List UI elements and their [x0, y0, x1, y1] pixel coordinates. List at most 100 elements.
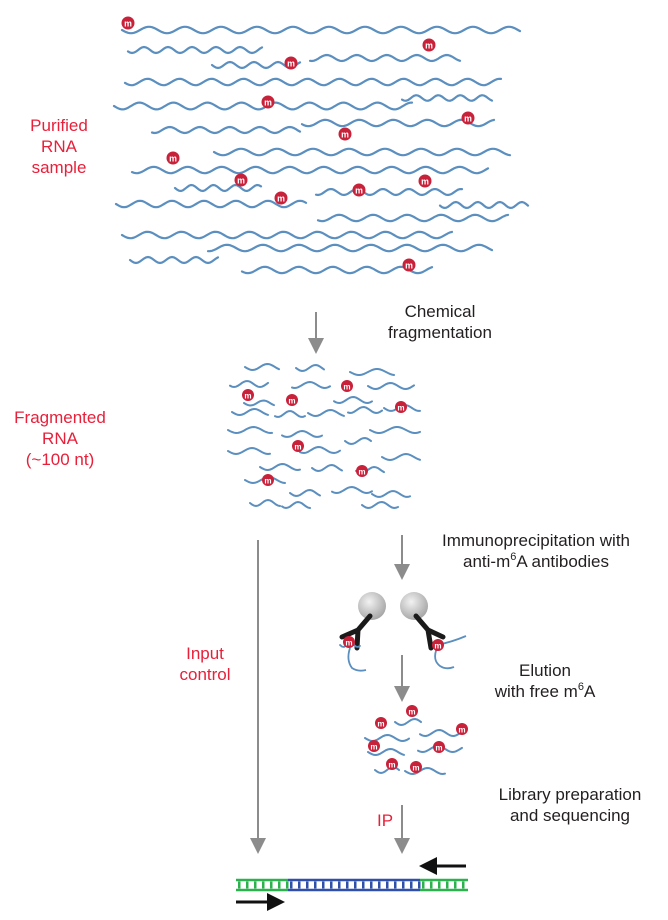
rna-strand: [299, 445, 341, 455]
m6a-badge-circle: [262, 474, 274, 486]
label-fragmented-rna: Fragmented RNA (~100 nt): [0, 407, 120, 470]
m6a-badge-letter: m: [277, 193, 285, 203]
label-chemical-fragmentation: Chemical fragmentation: [370, 301, 510, 343]
rna-strand: [128, 255, 220, 265]
adapter-right-base-pair: [430, 881, 433, 889]
m6a-badge-letter: m: [435, 743, 442, 752]
rna-strand: [123, 77, 503, 87]
rna-strand: [308, 53, 462, 63]
adapter-left-base-pair: [270, 881, 273, 889]
m6a-badge-letter: m: [345, 638, 352, 647]
m6a-badge: m: [286, 394, 298, 406]
m6a-badge-letter: m: [343, 382, 350, 391]
m6a-badge: m: [341, 380, 353, 392]
label-line: fragmentation: [388, 323, 492, 342]
rna-strand: [394, 717, 422, 727]
rna-strand: [381, 452, 421, 462]
insert-base-pair: [402, 881, 405, 889]
m6a-badge-circle: [352, 183, 366, 197]
m6a-badge-circle: [292, 440, 304, 452]
rna-strand: [314, 188, 464, 197]
m6a-badge-circle: [461, 111, 475, 125]
insert-base-pair: [386, 881, 389, 889]
rna-strand: [114, 199, 308, 209]
rna-strand: [331, 485, 373, 495]
m6a-badge-letter: m: [458, 725, 465, 734]
rna-strand: [369, 426, 421, 434]
rna-strand: [227, 425, 273, 435]
m6a-badge-circle: [121, 16, 135, 30]
m6a-badge-circle: [242, 389, 254, 401]
label-line: anti-m6A antibodies: [416, 551, 656, 575]
m6a-badge: m: [456, 723, 468, 735]
label-line: Purified: [30, 116, 88, 135]
label-library-preparation: Library preparation and sequencing: [480, 784, 660, 826]
label-line: Immunoprecipitation with: [441, 531, 631, 550]
rna-strand: [419, 728, 463, 738]
insert-base-pair: [394, 881, 397, 889]
m6a-badge: m: [461, 111, 475, 125]
bead-right: [400, 592, 428, 620]
m6a-badge-letter: m: [425, 40, 433, 50]
m6a-badge-circle: [432, 639, 444, 651]
label-immunoprecipitation: Immunoprecipitation with anti-m6A antibo…: [416, 530, 656, 575]
label-line: Fragmented: [14, 408, 106, 427]
adapter-right-base-pair: [446, 881, 449, 889]
insert-base-pair: [410, 881, 413, 889]
adapter-left-base-pair: [254, 881, 257, 889]
m6a-badge-circle: [341, 380, 353, 392]
insert-base-pair: [370, 881, 373, 889]
flow-arrows: [250, 312, 410, 854]
m6a-badge: m: [352, 183, 366, 197]
label-text: anti-m: [463, 552, 511, 571]
m6a-badge-letter: m: [358, 467, 365, 476]
m6a-badge: m: [410, 761, 422, 773]
m6a-badge: m: [356, 465, 368, 477]
m6a-badge: m: [375, 717, 387, 729]
rna-strand: [243, 399, 275, 407]
m6a-badge: m: [292, 440, 304, 452]
rna-strand: [281, 429, 323, 438]
m6a-badge-circle: [338, 127, 352, 141]
m6a-badge: m: [368, 740, 380, 752]
m6a-badge: m: [433, 741, 445, 753]
adapter-right-base-pair: [462, 881, 465, 889]
rna-strand: [347, 405, 383, 415]
rna-strand: [120, 25, 522, 35]
rna-strand: [295, 363, 325, 373]
insert-base-pair: [378, 881, 381, 889]
m6a-badge-letter: m: [355, 185, 363, 195]
adapter-left-base-pair: [286, 881, 289, 889]
m6a-badge-letter: m: [244, 391, 251, 400]
m6a-badge: m: [166, 151, 180, 165]
m6a-badge-letter: m: [464, 113, 472, 123]
m6a-badge: m: [418, 174, 432, 188]
label-purified-rna-sample: Purified RNA sample: [14, 115, 104, 178]
adapter-right-base-pair: [422, 881, 425, 889]
rna-strand: [364, 733, 410, 743]
m6a-badge: m: [262, 474, 274, 486]
m6a-badge-circle: [410, 761, 422, 773]
m6a-badge: m: [234, 173, 248, 187]
insert-base-pair: [314, 881, 317, 889]
insert-base-pair: [354, 881, 357, 889]
rna-strand: [289, 488, 321, 498]
m6a-badge-letter: m: [341, 129, 349, 139]
rna-strand: [400, 94, 494, 102]
m6a-badge-circle: [234, 173, 248, 187]
m6a-badge: m: [242, 389, 254, 401]
m6a-badge-letter: m: [288, 396, 295, 405]
m6a-badge: m: [274, 191, 288, 205]
m6a-badge-letter: m: [421, 176, 429, 186]
superscript: 6: [510, 551, 517, 563]
label-line: and sequencing: [509, 806, 631, 825]
m6a-badge-circle: [422, 38, 436, 52]
rna-strand: [173, 183, 263, 193]
m6a-badge-circle: [368, 740, 380, 752]
rna-strand: [130, 165, 490, 175]
m6a-badge-letter: m: [294, 442, 301, 451]
m6a-badge-letter: m: [377, 719, 384, 728]
